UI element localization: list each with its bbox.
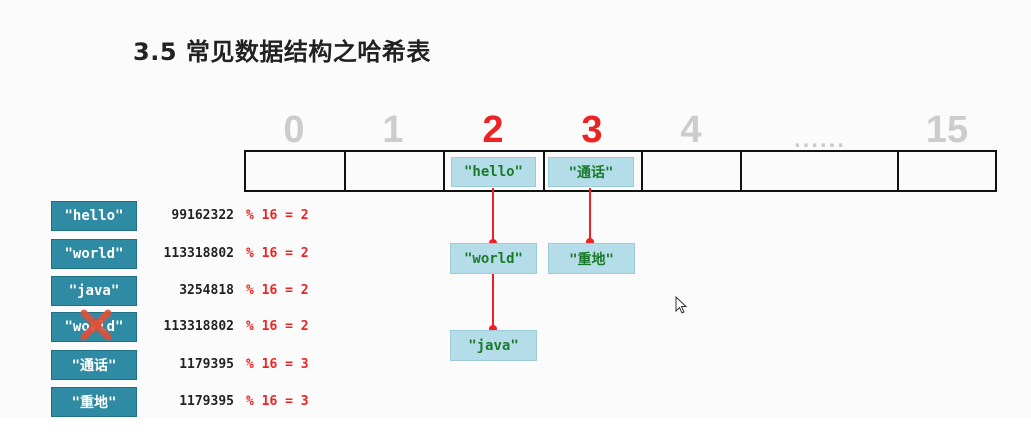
- hash-value: 113318802: [163, 319, 234, 334]
- hash-value: 1179395: [179, 394, 234, 409]
- bucket-3-node-tonghua: "通话": [548, 157, 634, 187]
- hash-value: 3254818: [179, 283, 234, 298]
- index-label-4: 4: [680, 109, 702, 151]
- array-cell-0: [246, 152, 346, 190]
- key-box: "java": [51, 276, 137, 306]
- index-label-0: 0: [283, 109, 305, 151]
- index-label-15: 15: [925, 109, 969, 151]
- bucket-2-node-hello: "hello": [451, 157, 536, 187]
- bucket-2-node-world: "world": [450, 243, 537, 274]
- bucket-3-node-zhongdi: "重地": [548, 243, 635, 274]
- index-label-2: 2: [482, 109, 504, 151]
- hash-value: 113318802: [163, 246, 234, 261]
- array-cell-2: [445, 152, 545, 190]
- slide-title: 3.5 常见数据结构之哈希表: [133, 38, 431, 66]
- index-label-3: 3: [581, 109, 603, 151]
- mod-expression: % 16 = 3: [246, 394, 309, 409]
- array-cell-ellipsis: [742, 152, 899, 190]
- array-cell-3: [545, 152, 643, 190]
- index-label-ellipsis: ......: [793, 126, 847, 153]
- index-label-1: 1: [382, 109, 404, 151]
- key-box-struck: "world": [51, 312, 137, 342]
- mouse-cursor-icon: [675, 296, 688, 314]
- mod-expression: % 16 = 2: [246, 319, 309, 334]
- key-box: "world": [51, 239, 137, 269]
- array-cell-15: [899, 152, 995, 190]
- key-box: "hello": [51, 201, 137, 231]
- hash-array: [244, 150, 997, 192]
- mod-expression: % 16 = 2: [246, 246, 309, 261]
- hash-value: 1179395: [179, 357, 234, 372]
- array-cell-4: [643, 152, 742, 190]
- key-box: "通话": [51, 350, 137, 380]
- bucket-2-node-java: "java": [450, 330, 537, 361]
- mod-expression: % 16 = 2: [246, 283, 309, 298]
- hash-value: 99162322: [171, 208, 234, 223]
- mod-expression: % 16 = 2: [246, 208, 309, 223]
- key-box: "重地": [51, 387, 137, 417]
- array-cell-1: [346, 152, 445, 190]
- mod-expression: % 16 = 3: [246, 357, 309, 372]
